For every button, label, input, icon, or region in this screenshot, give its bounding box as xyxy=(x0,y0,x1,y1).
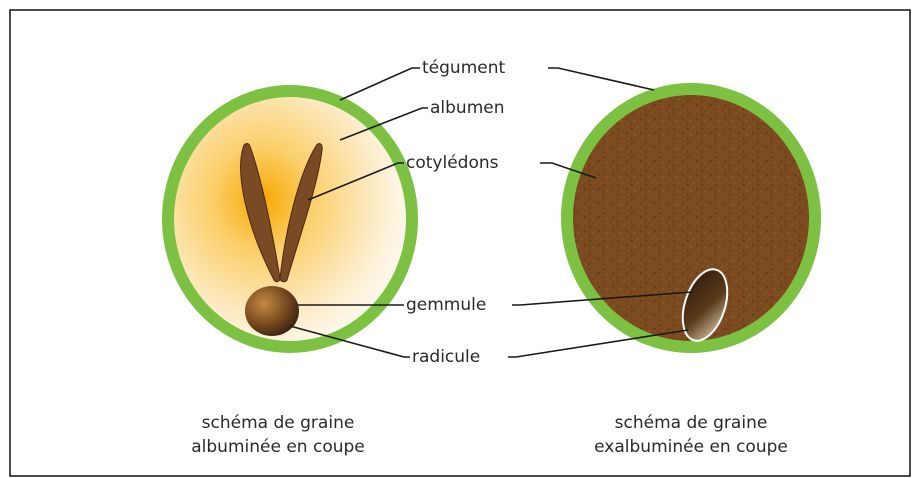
label-albumen: albumen xyxy=(430,98,505,118)
label-cotyledons: cotylédons xyxy=(406,153,499,173)
left-gemmule xyxy=(245,286,299,336)
caption-right-line1: schéma de graine xyxy=(615,413,768,433)
exalbuminous-seed xyxy=(561,83,821,353)
caption-right-line2: exalbuminée en coupe xyxy=(594,437,788,457)
caption-left-line2: albuminée en coupe xyxy=(191,437,365,457)
label-radicule: radicule xyxy=(412,347,480,367)
label-gemmule: gemmule xyxy=(406,295,486,315)
label-tegument: tégument xyxy=(422,58,505,78)
caption-left-line1: schéma de graine xyxy=(202,413,355,433)
